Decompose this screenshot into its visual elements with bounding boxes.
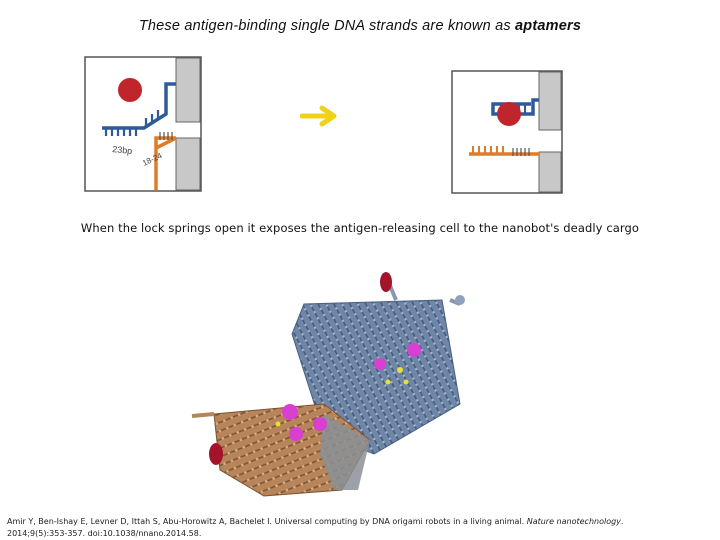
dna-origami-robot-image — [174, 264, 504, 500]
title-emphasis: aptamers — [515, 18, 581, 34]
aptamer-lock-bottom — [209, 443, 223, 465]
antigen-circle-open — [497, 102, 521, 126]
open-lock-diagram — [451, 70, 563, 194]
slide-caption: When the lock springs open it exposes th… — [0, 221, 720, 235]
cargo-5 — [289, 427, 303, 441]
citation-journal: Nature nanotechnology — [527, 517, 621, 526]
cargo-2 — [374, 358, 386, 370]
open-lock-illustration — [451, 70, 563, 194]
antigen-circle — [118, 78, 142, 102]
transition-arrow-icon — [300, 104, 342, 128]
citation-authors: Amir Y, Ben-Ishay E, Levner D, Ittah S, … — [7, 517, 527, 526]
cargo-3 — [282, 404, 298, 420]
closed-lock-diagram: 23bp 18-24 — [84, 56, 202, 192]
aptamer-lock-top — [380, 272, 392, 292]
slide-title: These antigen-binding single DNA strands… — [0, 18, 720, 34]
title-text: These antigen-binding single DNA strands… — [139, 18, 515, 34]
cargo-1 — [407, 343, 421, 357]
reference-citation: Amir Y, Ben-Ishay E, Levner D, Ittah S, … — [7, 516, 647, 539]
closed-lock-illustration: 23bp 18-24 — [84, 56, 202, 192]
cargo-4 — [313, 417, 327, 431]
bp-label: 23bp — [112, 144, 133, 156]
